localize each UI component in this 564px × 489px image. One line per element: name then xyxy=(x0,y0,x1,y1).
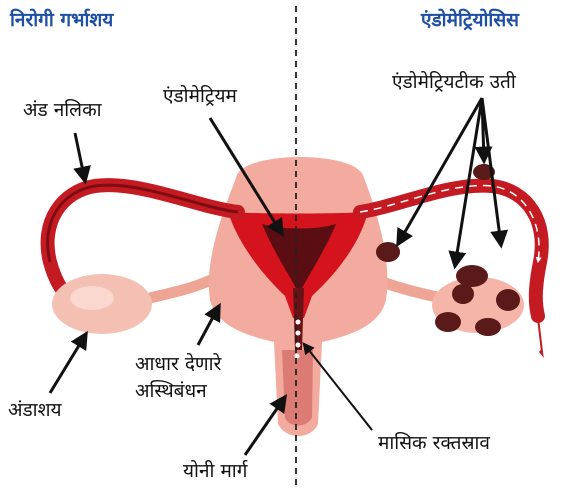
right-ligament xyxy=(382,282,442,298)
label-endometriotic-tissue: एंडोमेट्रियटीक उती xyxy=(392,70,516,94)
label-ovary: अंडाशय xyxy=(8,398,62,422)
heading-healthy-uterus: निरोगी गर्भाशय xyxy=(10,8,113,32)
label-menstrual-flow: मासिक रक्तस्राव xyxy=(378,431,490,455)
label-supporting-ligament-line1: आधार देणारे xyxy=(135,352,221,376)
left-ligament xyxy=(150,278,215,298)
label-vagina: योनी मार्ग xyxy=(183,459,247,483)
label-endometrium: एंडोमेट्रियम xyxy=(163,84,237,108)
label-supporting-ligament-line2: अस्थिबंधन xyxy=(135,379,207,403)
vagina-canal xyxy=(282,350,313,426)
heading-endometriosis: एंडोमेट्रियोसिस xyxy=(421,8,519,32)
label-fallopian-tube: अंड नलिका xyxy=(23,98,102,122)
